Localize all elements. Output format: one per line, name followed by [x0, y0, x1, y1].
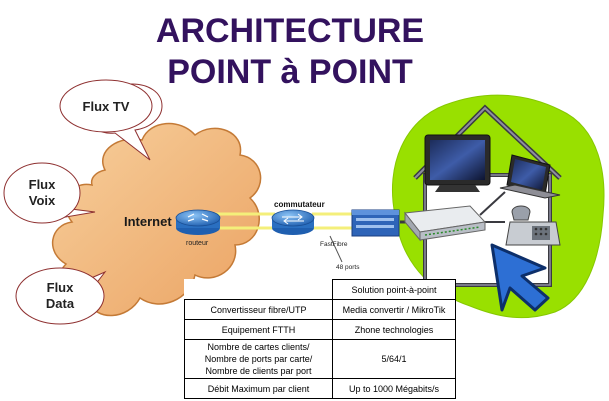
table-row: Convertisseur fibre/UTP Media convertir …	[184, 299, 456, 320]
specs-table: Solution point-à-point Convertisseur fib…	[184, 279, 456, 399]
table-row-label-line: Nombre de ports par carte/	[204, 354, 313, 364]
router-icon	[175, 209, 221, 235]
table-header-cell: Solution point-à-point	[332, 279, 456, 300]
internet-label: Internet	[124, 214, 172, 229]
table-header-row: Solution point-à-point	[184, 279, 456, 300]
ports-label: 48 ports	[336, 264, 360, 271]
switch-icon	[271, 209, 315, 235]
bubble-flux-tv	[59, 79, 163, 161]
table-row-label: Débit Maximum par client	[184, 378, 333, 399]
table-row-label: Nombre de cartes clients/ Nombre de port…	[184, 339, 333, 379]
table-row-label-line: Nombre de cartes clients/	[207, 342, 310, 352]
table-row-label-line: Nombre de clients par port	[205, 366, 312, 376]
routeur-label: routeur	[186, 240, 209, 247]
table-row: Débit Maximum par client Up to 1000 Méga…	[184, 378, 456, 399]
bubble-flux-data	[15, 267, 107, 325]
bubble-voix-text-2: Voix	[29, 193, 56, 208]
cursor-arrow-icon	[490, 243, 550, 312]
table-header-empty-cell	[184, 279, 333, 300]
bubble-voix-text-1: Flux	[29, 177, 56, 192]
bubble-data-text-2: Data	[46, 296, 75, 311]
title-line-2: POINT à POINT	[167, 53, 413, 91]
bubble-flux-voix	[3, 162, 96, 224]
tv-icon	[424, 134, 491, 192]
commutateur-label: commutateur	[274, 200, 325, 209]
media-converter-icon	[351, 209, 400, 237]
title-line-1: ARCHITECTURE	[155, 12, 425, 50]
table-row-value: 5/64/1	[332, 339, 456, 379]
ont-icon	[404, 205, 487, 242]
table-row-label: Convertisseur fibre/UTP	[184, 299, 333, 320]
bubble-tv-text: Flux TV	[83, 99, 130, 114]
table-row-value: Media convertir / MikroTik	[332, 299, 456, 320]
bubble-data-text-1: Flux	[47, 280, 74, 295]
table-row: Nombre de cartes clients/ Nombre de port…	[184, 339, 456, 379]
table-row-value: Zhone technologies	[332, 319, 456, 340]
table-row-value: Up to 1000 Mégabits/s	[332, 378, 456, 399]
phone-icon	[505, 205, 561, 246]
laptop-icon	[499, 154, 561, 199]
table-row: Equipement FTTH Zhone technologies	[184, 319, 456, 340]
internet-cloud	[51, 122, 262, 317]
table-row-label: Equipement FTTH	[184, 319, 333, 340]
fastfibre-label: FastFibre	[320, 241, 348, 248]
